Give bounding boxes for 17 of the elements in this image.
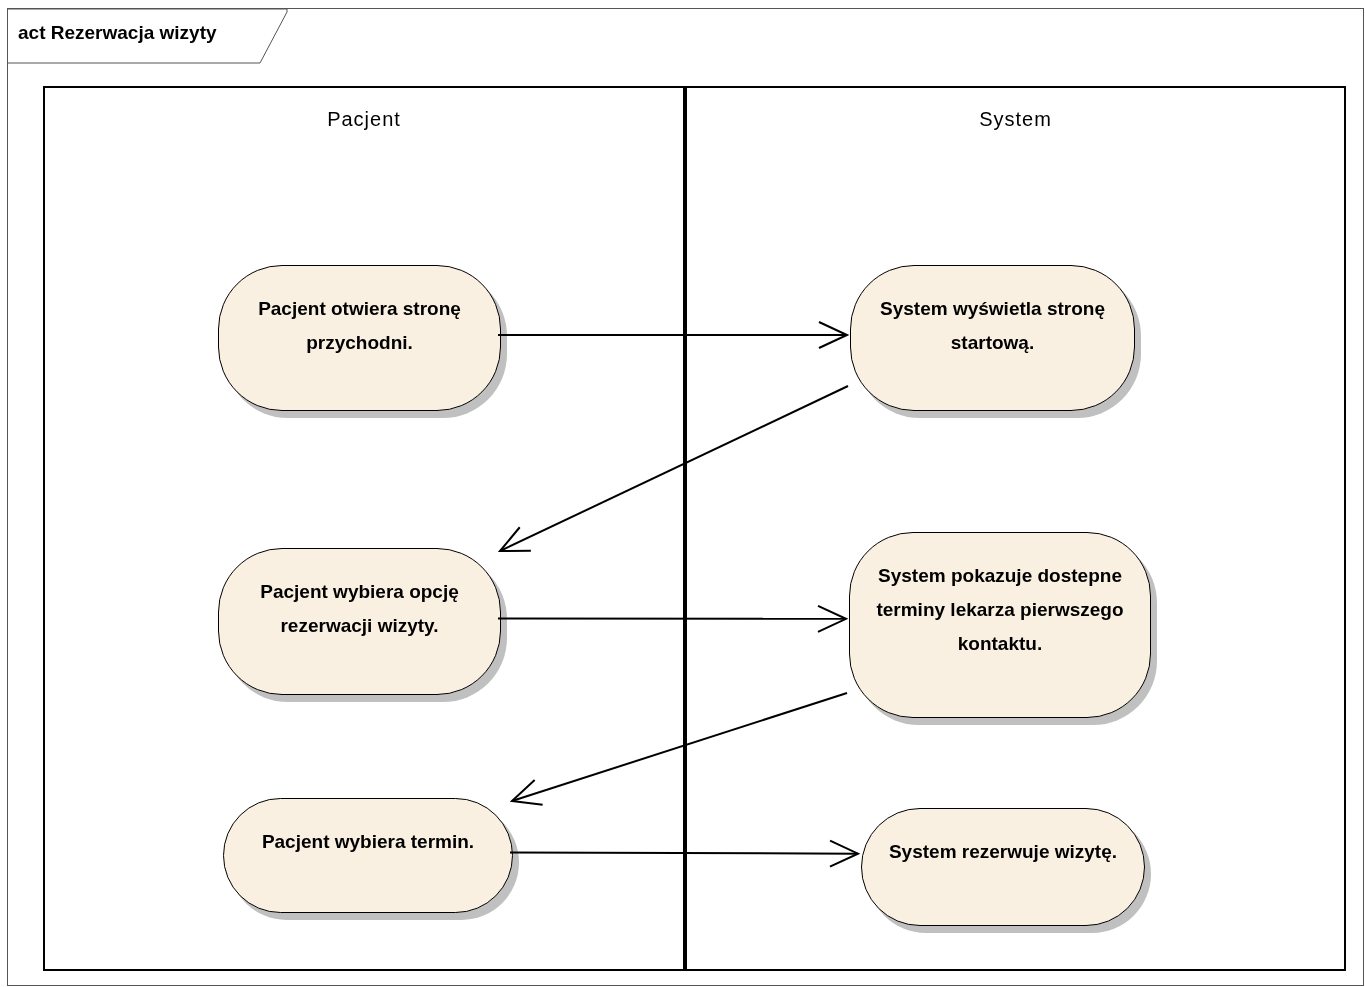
action-text: System pokazuje dostepne terminy lekarza pierwszego kontaktu.	[875, 564, 1125, 656]
swimlane	[685, 86, 1346, 971]
action-text: Pacjent wybiera termin.	[261, 830, 475, 854]
control-flow-arrow	[497, 604, 847, 633]
action-text: System wyświetla stronę startową.	[879, 297, 1106, 355]
swimlane	[43, 86, 685, 971]
activity-frame	[7, 8, 1364, 986]
control-flow-arrow	[497, 321, 848, 349]
action-text: System rezerwuje wizytę.	[888, 840, 1118, 864]
action-text: Pacjent otwiera stronę przychodni.	[257, 297, 462, 355]
lane-header: System	[979, 107, 1052, 132]
frame-title: act Rezerwacja wizyty	[18, 21, 217, 45]
lane-header: Pacjent	[327, 107, 401, 132]
control-flow-arrow	[499, 385, 849, 552]
control-flow-arrow	[511, 692, 848, 806]
control-flow-arrow	[509, 839, 859, 868]
action-text: Pacjent wybiera opcję rezerwacji wizyty.	[259, 580, 460, 638]
